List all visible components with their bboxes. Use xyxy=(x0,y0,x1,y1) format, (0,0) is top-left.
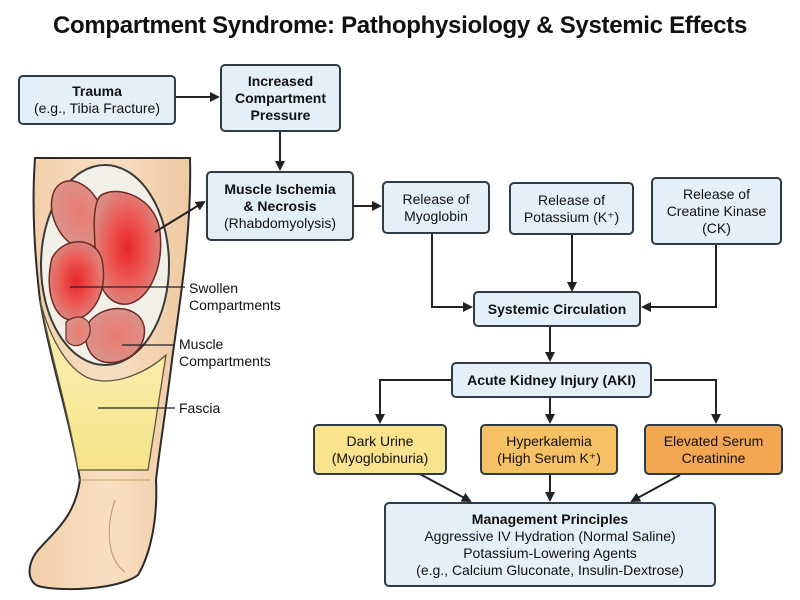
swollen-compartment-large xyxy=(93,190,162,305)
potassium-line1: Release of xyxy=(538,191,605,208)
label-swollen-compartments: Swollen Compartments xyxy=(189,280,281,313)
dark-urine-box: Dark Urine (Myoglobinuria) xyxy=(313,424,447,475)
aki-label: Acute Kidney Injury (AKI) xyxy=(467,371,636,388)
leg-illustration xyxy=(28,157,192,591)
muscle-compartment-lower xyxy=(84,307,146,364)
management-potassium: Potassium-Lowering Agents xyxy=(463,544,637,561)
potassium-line2: Potassium (K⁺) xyxy=(523,208,620,225)
ck-line3: (CK) xyxy=(702,219,731,236)
myoglobin-box: Release of Myoglobin xyxy=(382,181,490,234)
increased-pressure-box: Increased Compartment Pressure xyxy=(220,64,341,132)
systemic-circulation-box: Systemic Circulation xyxy=(473,291,641,327)
ck-box: Release of Creatine Kinase (CK) xyxy=(651,177,782,245)
creatinine-line1: Elevated Serum xyxy=(663,432,764,449)
pressure-line2: Compartment xyxy=(234,89,326,106)
muscle-compartment-small xyxy=(65,316,91,347)
management-hydration: Aggressive IV Hydration (Normal Saline) xyxy=(424,527,676,544)
label-muscle-compartments: Muscle Compartments xyxy=(179,336,271,369)
ischemia-line3: (Rhabdomyolysis) xyxy=(223,214,337,231)
aki-box: Acute Kidney Injury (AKI) xyxy=(451,362,652,398)
potassium-box: Release of Potassium (K⁺) xyxy=(509,182,634,235)
ischemia-line1: Muscle Ischemia xyxy=(224,180,336,197)
pressure-line1: Increased xyxy=(247,72,314,89)
page-title: Compartment Syndrome: Pathophysiology & … xyxy=(52,12,747,39)
management-box: Management Principles Aggressive IV Hydr… xyxy=(384,502,716,587)
management-title: Management Principles xyxy=(471,510,629,527)
label-fascia: Fascia xyxy=(179,400,221,416)
creatinine-box: Elevated Serum Creatinine xyxy=(644,424,783,475)
dark-urine-line1: Dark Urine xyxy=(346,432,414,449)
swollen-compartment-mid xyxy=(48,241,105,321)
creatinine-line2: Creatinine xyxy=(681,449,746,466)
hyperkalemia-line2: (High Serum K⁺) xyxy=(497,449,601,466)
pressure-line3: Pressure xyxy=(250,106,311,123)
trauma-title: Trauma xyxy=(72,83,122,99)
trauma-example: (e.g., Tibia Fracture) xyxy=(33,100,161,116)
ck-line1: Release of xyxy=(683,185,750,202)
fascia-sheath xyxy=(39,299,167,471)
circulation-label: Systemic Circulation xyxy=(487,300,627,317)
myoglobin-line1: Release of xyxy=(402,190,470,207)
dark-urine-line2: (Myoglobinuria) xyxy=(331,449,429,466)
ischemia-box: Muscle Ischemia & Necrosis (Rhabdomyolys… xyxy=(206,171,354,241)
management-examples: (e.g., Calcium Gluconate, Insulin-Dextro… xyxy=(416,561,684,578)
ck-line2: Creatine Kinase xyxy=(666,202,767,219)
myoglobin-line2: Myoglobin xyxy=(404,207,468,224)
trauma-box: Trauma (e.g., Tibia Fracture) xyxy=(18,75,176,125)
hyperkalemia-line1: Hyperkalemia xyxy=(506,432,592,449)
ischemia-line2: & Necrosis xyxy=(243,197,317,214)
flow-arrows xyxy=(154,92,721,502)
hyperkalemia-box: Hyperkalemia (High Serum K⁺) xyxy=(480,424,618,475)
